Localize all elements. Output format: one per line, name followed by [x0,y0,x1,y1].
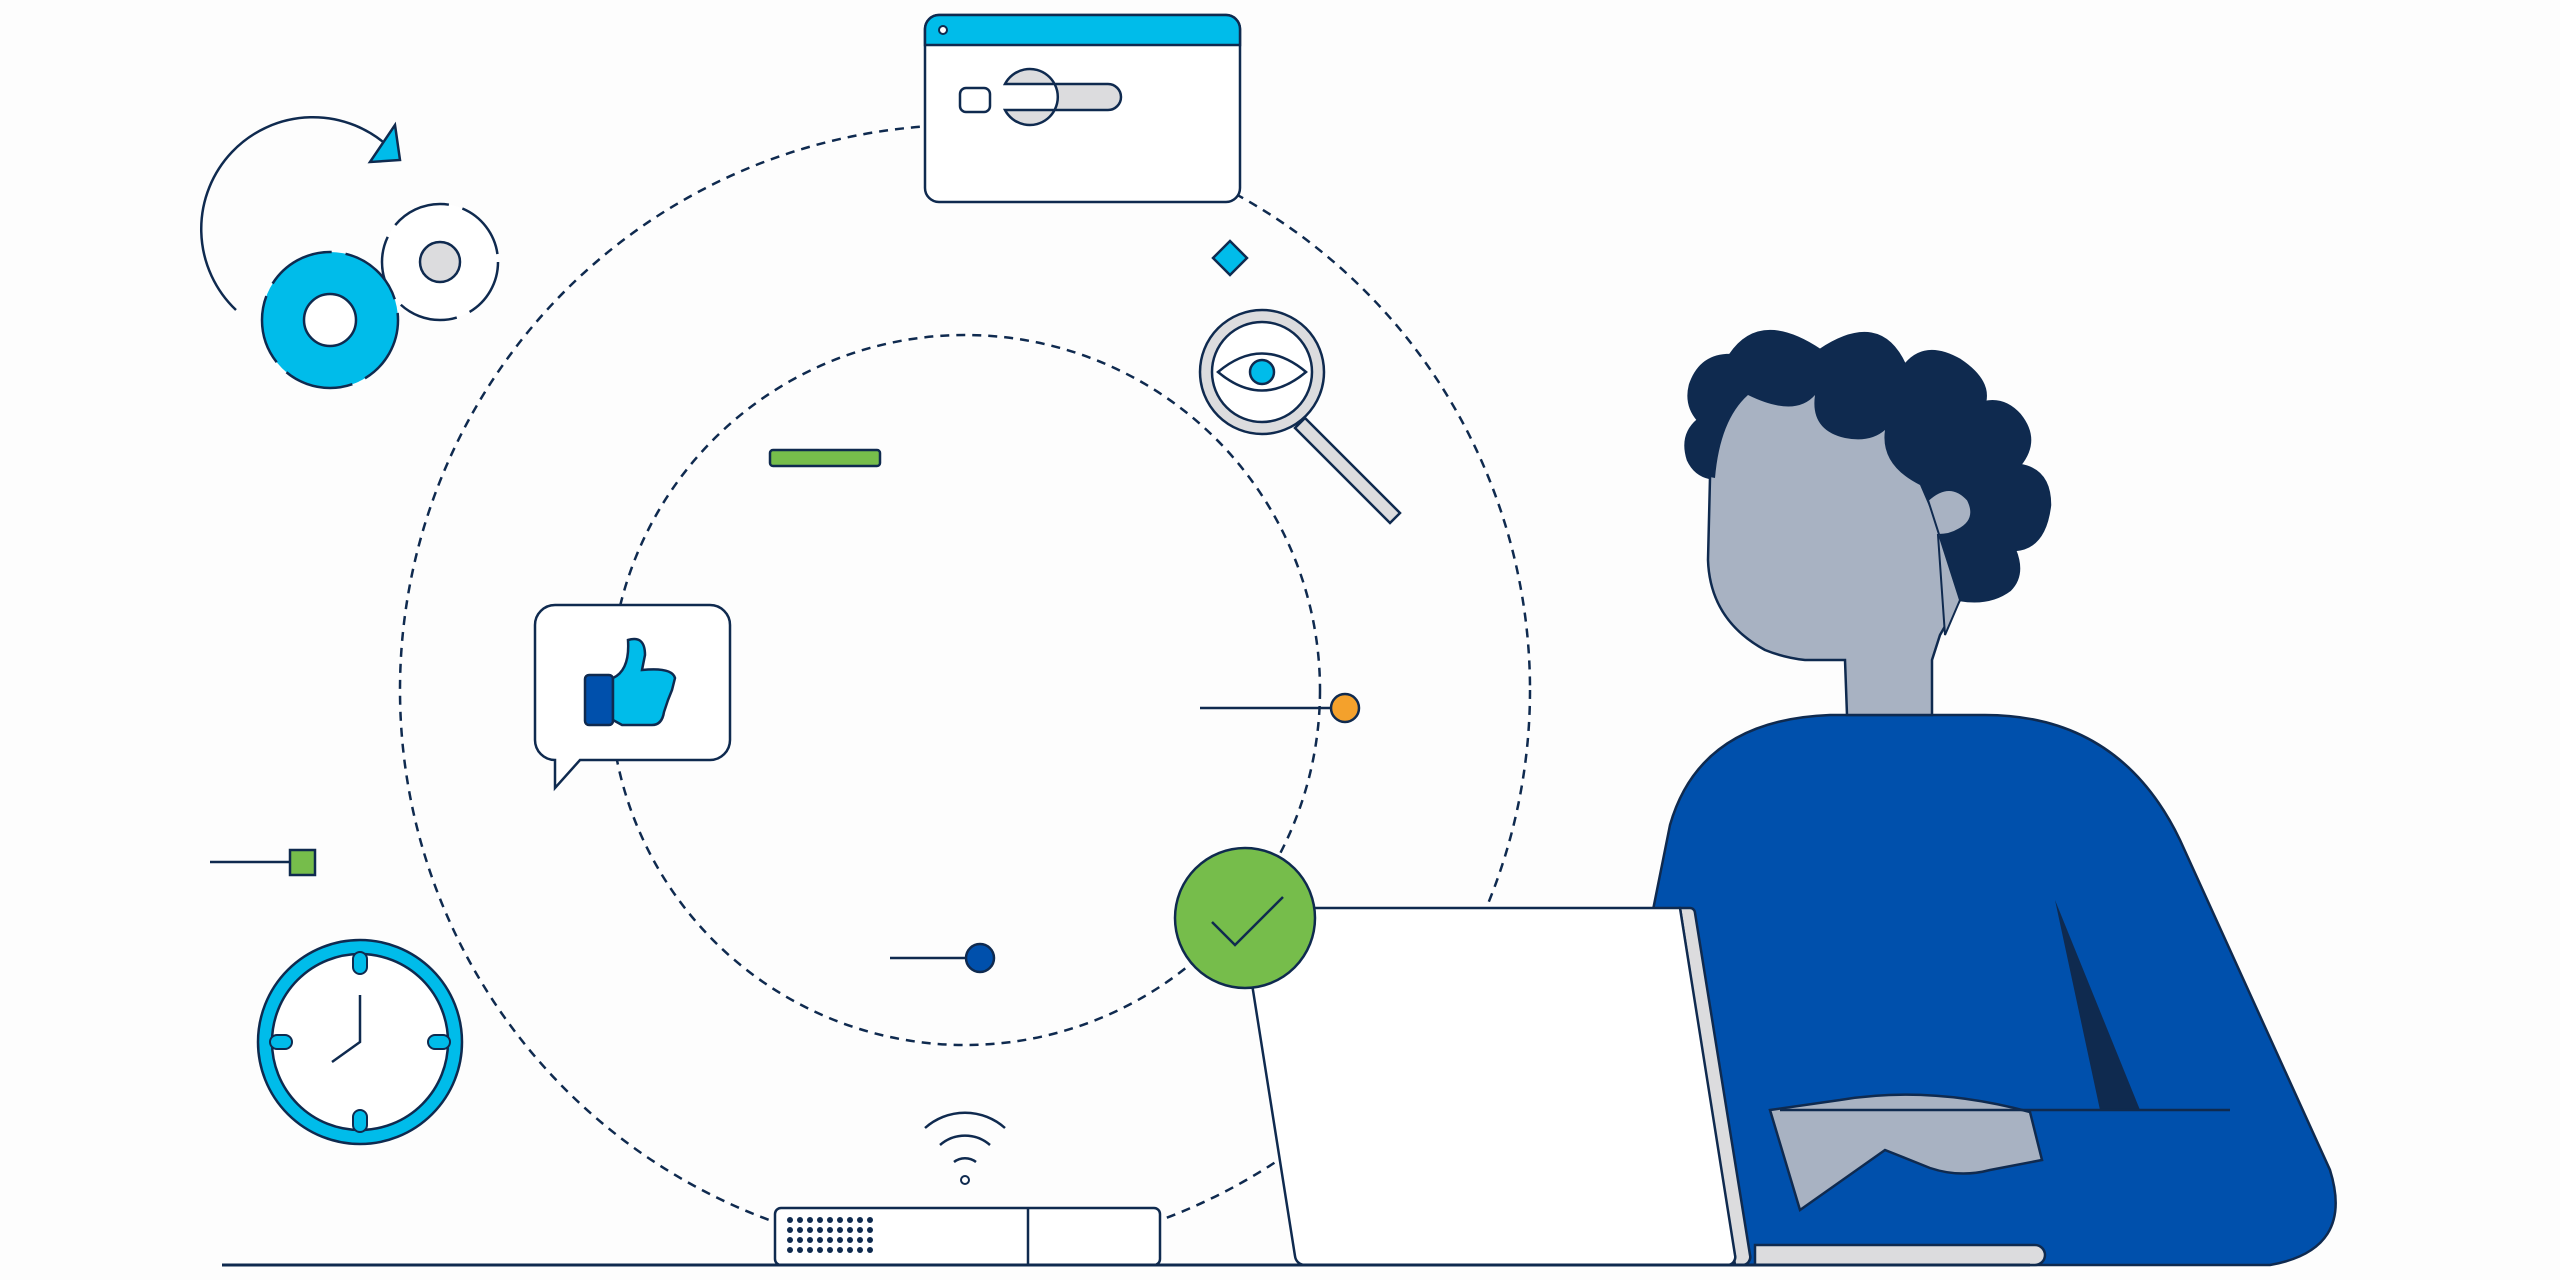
blue-node [964,942,996,974]
router-vent-dot [837,1227,843,1233]
router-vent-dot [867,1247,873,1253]
router-vent-dot [807,1237,813,1243]
person [1648,329,2337,1267]
router-vent-dot [857,1237,863,1243]
router-vent-dot [797,1217,803,1223]
router-vent-dot [857,1217,863,1223]
router-vent-dot [827,1227,833,1233]
router-vent-dot [797,1237,803,1243]
router-vent-dot [837,1217,843,1223]
clock-icon [256,938,464,1146]
router-vent-dot [807,1217,813,1223]
router-vent-dot [787,1217,793,1223]
green-node [288,848,317,877]
router-vent-dot [827,1217,833,1223]
router-vent-dot [787,1247,793,1253]
router-icon [773,1206,1162,1267]
router-vent-dot [787,1237,793,1243]
router-vent-dot [847,1237,853,1243]
router-vent-dot [837,1237,843,1243]
green-bar [768,448,882,468]
router-vent-dot [837,1247,843,1253]
gears-icon [200,116,500,390]
checkmark-icon [1173,846,1317,990]
router-vent-dot [797,1227,803,1233]
router-vent-dot [817,1247,823,1253]
router-vent-dot [827,1237,833,1243]
router-vent-dot [847,1227,853,1233]
router-vent-dot [857,1247,863,1253]
router-vent-dot [827,1247,833,1253]
refresh-arrow-icon [367,121,402,164]
router-vent-dot [817,1227,823,1233]
router-vent-dot [867,1237,873,1243]
router-vent-dot [867,1217,873,1223]
router-vent-dot [857,1227,863,1233]
router-vent-dot [847,1247,853,1253]
magnifier-eye-icon [1198,308,1402,525]
diamond-icon [1211,239,1249,277]
wifi-icon [924,1111,1006,1185]
router-vent-dot [807,1247,813,1253]
thumbs-up-icon [533,603,732,792]
router-vent-dot [807,1227,813,1233]
router-vent-dot [817,1237,823,1243]
browser-window-icon [923,13,1242,204]
router-vent-dot [817,1217,823,1223]
router-vent-dot [797,1247,803,1253]
wrench-icon [958,67,1123,127]
router-vent-dot [867,1227,873,1233]
router-vent-dot [787,1227,793,1233]
router-vent-dot [847,1217,853,1223]
orange-node [1329,692,1361,724]
inner-orbit [608,333,1322,1047]
